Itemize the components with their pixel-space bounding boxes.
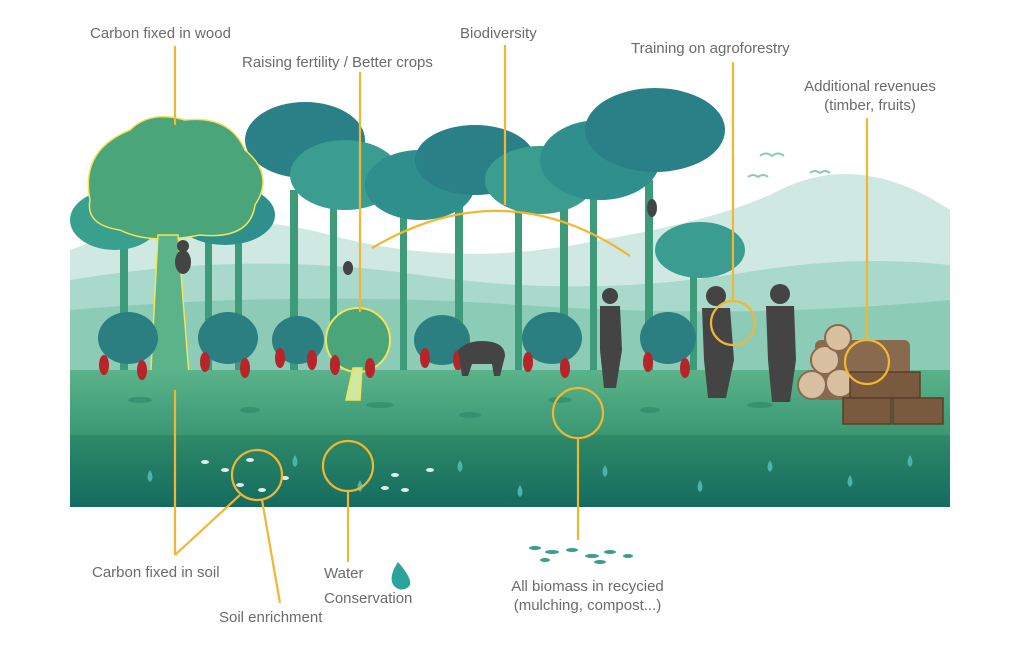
label-conservation: Conservation — [324, 590, 413, 607]
fertility-tree — [325, 307, 391, 401]
wildlife-silhouettes — [175, 199, 657, 376]
tree-trunks — [120, 180, 697, 390]
label-biomass: All biomass in recycied (mulching, compo… — [490, 577, 685, 615]
label-biomass-line2: (mulching, compost...) — [513, 597, 662, 614]
birds-icon — [747, 152, 831, 179]
cacao-shrubs — [98, 312, 696, 380]
label-water: Water — [324, 565, 364, 582]
cacao-pods — [99, 348, 690, 380]
label-soil-enrichment: Soil enrichment — [219, 609, 323, 626]
water-drop-icon — [391, 562, 411, 590]
label-training: Training on agroforestry — [631, 40, 790, 57]
soil-nutrients — [201, 458, 434, 492]
farmer-silhouettes — [600, 284, 796, 402]
label-revenues: Additional revenues (timber, fruits) — [790, 77, 950, 115]
label-carbon-soil: Carbon fixed in soil — [92, 564, 220, 581]
label-carbon-wood: Carbon fixed in wood — [90, 25, 231, 42]
water-drops — [147, 455, 913, 497]
label-revenues-line1: Additional revenues — [804, 78, 936, 95]
carbon-tree — [87, 115, 264, 389]
label-fertility: Raising fertility / Better crops — [242, 54, 433, 71]
label-biodiversity: Biodiversity — [460, 25, 537, 42]
label-revenues-line2: (timber, fruits) — [824, 97, 916, 114]
soil-layer — [70, 435, 950, 507]
label-biomass-line1: All biomass in recycied — [511, 578, 664, 595]
callouts — [173, 45, 891, 604]
mulch-particles — [529, 546, 633, 564]
